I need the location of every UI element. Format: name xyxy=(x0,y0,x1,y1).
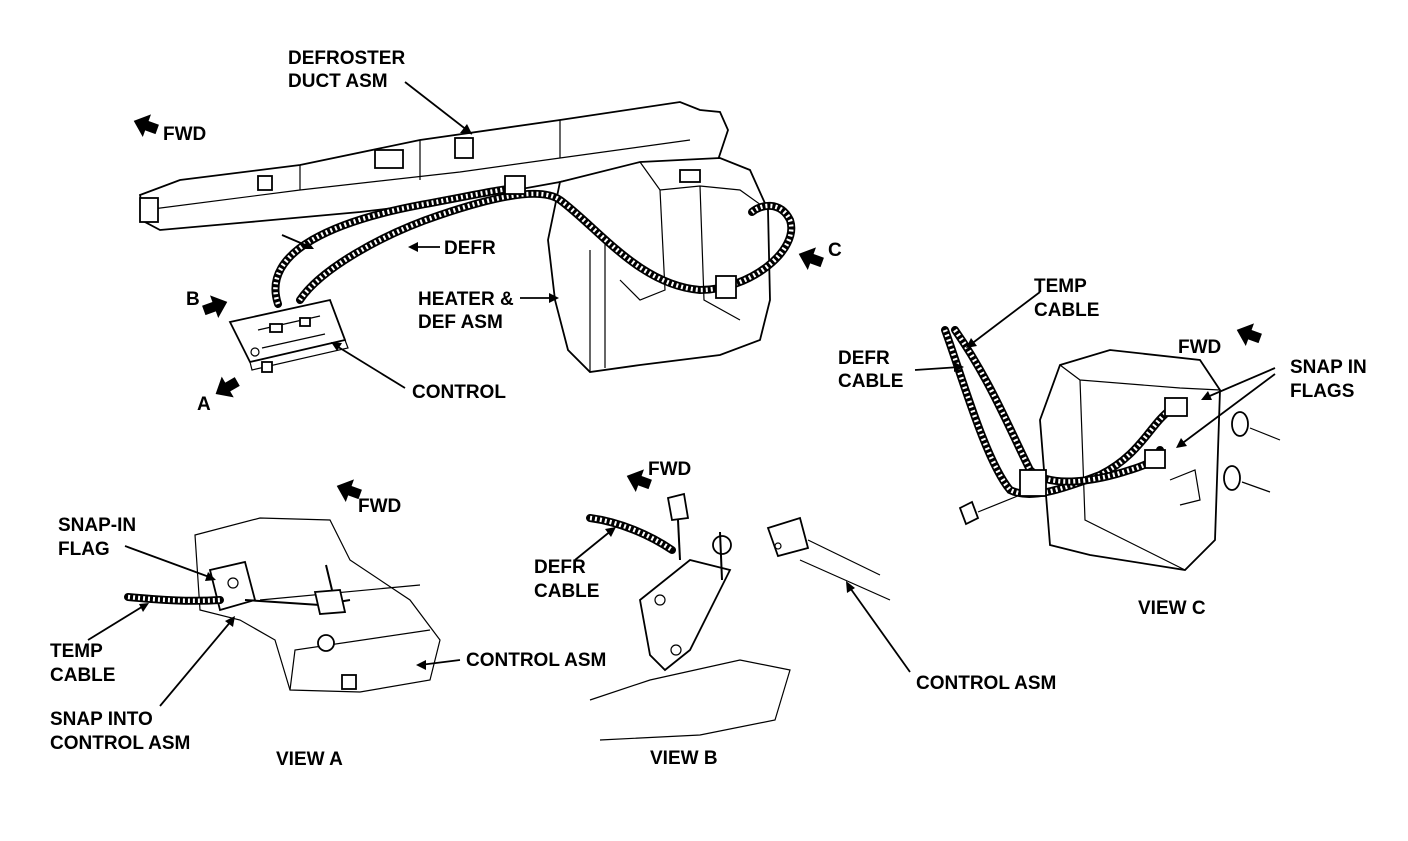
label-snap-into-control-1: SNAP INTO xyxy=(50,709,153,730)
label-view-c: VIEW C xyxy=(1138,598,1206,619)
view-c-detail xyxy=(941,326,1281,571)
view-marker-b-arrow-icon xyxy=(202,295,228,318)
label-defr: DEFR xyxy=(444,238,496,259)
label-temp-cable-c-1: TEMP xyxy=(1034,276,1087,297)
label-defr-cable-c-1: DEFR xyxy=(838,348,890,369)
fwd-arrow-icon xyxy=(336,479,362,502)
fwd-arrow-icon xyxy=(1236,323,1262,346)
leader-arrows xyxy=(87,81,1276,707)
view-marker-c-arrow-icon xyxy=(798,247,824,270)
label-snap-in-flags-1: SNAP IN xyxy=(1290,357,1367,378)
label-defroster-duct-1: DEFROSTER xyxy=(288,48,405,69)
label-control-asm-b: CONTROL ASM xyxy=(916,673,1056,694)
label-defr-cable-b-1: DEFR xyxy=(534,557,586,578)
label-temp-cable-a-2: CABLE xyxy=(50,665,115,686)
fwd-arrow-icon xyxy=(626,469,652,492)
label-view-marker-c: C xyxy=(828,240,842,261)
label-control-asm-a: CONTROL ASM xyxy=(466,650,606,671)
label-temp-cable-a-1: TEMP xyxy=(50,641,103,662)
fwd-arrow-icon xyxy=(133,114,159,137)
label-heater-def-2: DEF ASM xyxy=(418,312,503,333)
view-a-detail xyxy=(124,517,441,693)
label-view-a: VIEW A xyxy=(276,749,343,770)
label-control: CONTROL xyxy=(412,382,506,403)
heater-def-asm xyxy=(547,157,771,373)
label-heater-def-1: HEATER & xyxy=(418,289,514,310)
view-b-detail xyxy=(586,492,891,741)
label-defr-cable-b-2: CABLE xyxy=(534,581,599,602)
label-defr-cable-c-2: CABLE xyxy=(838,371,903,392)
label-view-marker-a: A xyxy=(197,394,211,415)
label-view-marker-b: B xyxy=(186,289,200,310)
label-defroster-duct-2: DUCT ASM xyxy=(288,71,388,92)
view-marker-a-arrow-icon xyxy=(215,376,240,398)
label-view-b: VIEW B xyxy=(650,748,718,769)
main-cables xyxy=(271,175,796,308)
defroster-duct xyxy=(138,101,729,231)
control-unit xyxy=(228,298,349,373)
label-snap-in-flags-2: FLAGS xyxy=(1290,381,1354,402)
label-temp-cable-c-2: CABLE xyxy=(1034,300,1099,321)
label-fwd-view-b: FWD xyxy=(648,459,691,480)
label-snap-into-control-2: CONTROL ASM xyxy=(50,733,190,754)
label-fwd-view-c: FWD xyxy=(1178,337,1221,358)
label-fwd-main: FWD xyxy=(163,124,206,145)
label-snap-in-flag-2: FLAG xyxy=(58,539,110,560)
label-fwd-view-a: FWD xyxy=(358,496,401,517)
label-snap-in-flag-1: SNAP-IN xyxy=(58,515,136,536)
